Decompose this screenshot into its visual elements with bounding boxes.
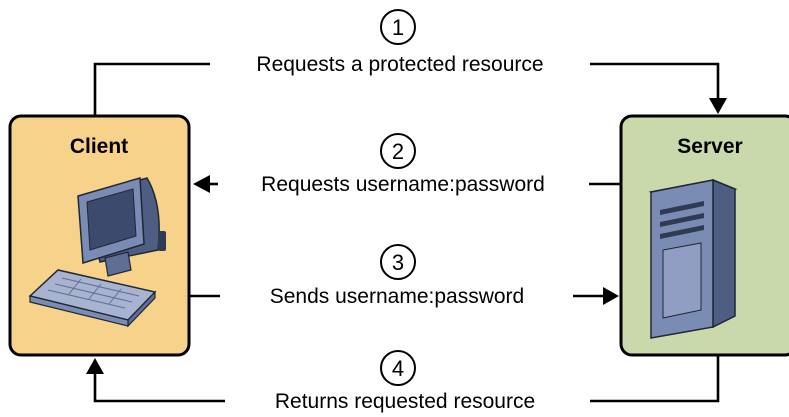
step-3-number: 3 [392, 250, 404, 275]
step-4-arrowhead [86, 358, 104, 374]
server-node: Server [619, 114, 789, 357]
client-node: Client [8, 114, 191, 357]
step-4: 4 Returns requested resource [86, 350, 720, 413]
step-2-arrowhead [193, 175, 210, 193]
step-1: 1 Requests a protected resource [93, 9, 727, 116]
step-2-number: 2 [392, 139, 404, 164]
step-4-label: Returns requested resource [275, 390, 535, 413]
desktop-computer-icon [28, 177, 166, 328]
step-3-label: Sends username:password [270, 285, 524, 308]
step-4-connector-left [93, 372, 225, 403]
step-1-number-circle [380, 9, 416, 45]
step-4-number-circle [380, 350, 416, 386]
server-title: Server [677, 135, 742, 158]
step-1-connector-left [93, 62, 210, 116]
client-title: Client [70, 135, 128, 158]
step-1-number: 1 [392, 15, 404, 40]
step-1-connector-right [590, 62, 720, 102]
step-2: 2 Requests username:password [193, 133, 621, 196]
step-4-number: 4 [392, 356, 404, 381]
step-3-number-circle [380, 244, 416, 280]
step-1-label: Requests a protected resource [256, 53, 543, 76]
step-1-arrowhead [709, 98, 727, 114]
step-3: 3 Sends username:password [189, 244, 619, 308]
step-3-arrowhead [603, 287, 619, 305]
step-2-number-circle [380, 133, 416, 169]
step-4-connector-right [590, 355, 720, 403]
server-tower-icon [648, 178, 738, 339]
step-2-label: Requests username:password [261, 173, 545, 196]
